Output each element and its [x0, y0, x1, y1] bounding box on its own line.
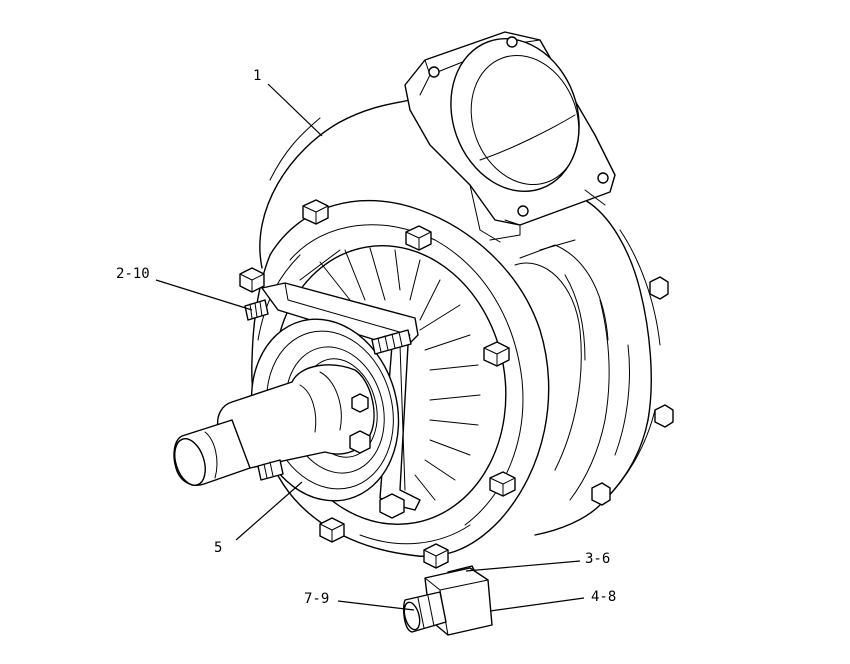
bolt-head: [379, 493, 405, 519]
bolt-head: [302, 199, 329, 225]
bolt-head: [591, 482, 611, 506]
bolts: [239, 199, 674, 569]
bolt-head: [319, 517, 345, 543]
leader-2-10: [155, 279, 253, 311]
bolt-head: [239, 267, 265, 293]
bolt-head: [489, 471, 516, 497]
bolt-head: [405, 225, 432, 251]
bolt-head: [423, 543, 449, 569]
discharge-flange: [404, 31, 616, 243]
callout-7-9: 7-9: [304, 591, 329, 607]
callout-3-6: 3-6: [585, 551, 610, 567]
bolt-head: [483, 341, 510, 367]
leader-7-9: [337, 600, 415, 611]
callout-labels: 1 2-10 5 3-6 7-9 4-8: [116, 68, 616, 607]
callout-4-8: 4-8: [591, 589, 616, 605]
bolt-head: [351, 393, 369, 413]
studs: [244, 299, 412, 481]
bolt-head: [349, 430, 371, 454]
callout-2-10: 2-10: [116, 266, 150, 282]
callout-1: 1: [253, 68, 261, 84]
leader-5: [235, 481, 303, 541]
pump-shaft: [173, 364, 375, 486]
drain-fittings: [403, 565, 493, 636]
leader-3-6: [465, 560, 581, 572]
bolt-head: [649, 276, 669, 300]
bolt-head: [654, 404, 674, 428]
pump-housing: [259, 89, 661, 536]
callout-5: 5: [214, 540, 222, 556]
leader-lines: [155, 83, 585, 612]
leader-4-8: [489, 597, 585, 612]
leader-1: [267, 83, 323, 137]
